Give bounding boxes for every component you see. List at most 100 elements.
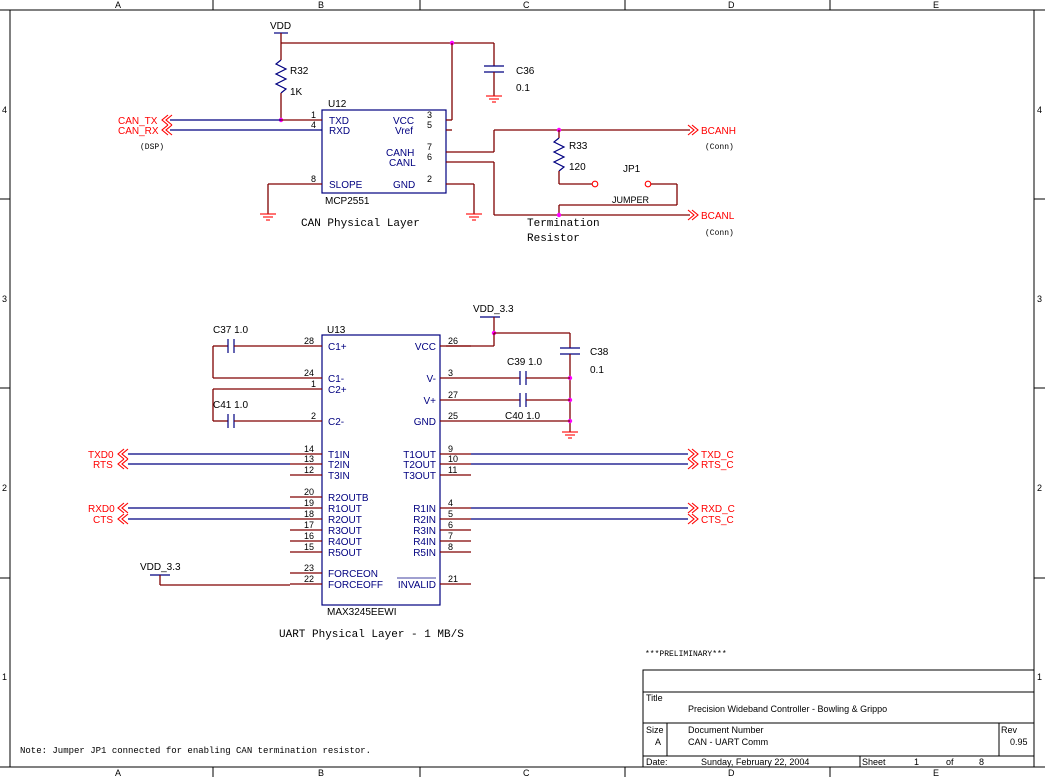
svg-text:Termination: Termination	[527, 218, 600, 230]
u13-pin-name: R3IN	[413, 526, 436, 537]
svg-text:(Conn): (Conn)	[705, 229, 734, 238]
port-cts: CTS	[93, 515, 113, 526]
u13-pin-number: 23	[304, 563, 314, 573]
u13-pin-number: 12	[304, 465, 314, 475]
port-rxd0: RXD0	[88, 504, 115, 515]
r32-ref: R32	[290, 66, 309, 77]
u13-pin-name: INVALID	[398, 580, 436, 591]
u13-pin-number: 11	[448, 465, 457, 475]
svg-text:Rev: Rev	[1001, 725, 1018, 735]
u13-pin-name: T1OUT	[403, 450, 436, 461]
u13-pin-name: R3OUT	[328, 526, 362, 537]
port-bcanh: BCANH	[701, 126, 736, 137]
svg-text:CANL: CANL	[389, 158, 416, 169]
svg-text:7: 7	[427, 142, 432, 152]
svg-text:1: 1	[311, 110, 316, 120]
svg-text:GND: GND	[393, 180, 415, 191]
svg-text:2: 2	[427, 174, 432, 184]
u13-pin-number: 3	[448, 368, 453, 378]
u13-pin-number: 4	[448, 498, 453, 508]
u13-pin-name: R5OUT	[328, 548, 362, 559]
svg-text:Sheet: Sheet	[862, 757, 886, 767]
col-label: E	[933, 0, 939, 10]
c36-ref: C36	[516, 66, 535, 77]
u13-pin-name: R1OUT	[328, 504, 362, 515]
u13-pin-number: 13	[304, 454, 314, 464]
u13-pin-name: C1-	[328, 374, 344, 385]
u13-pin-number: 21	[448, 574, 458, 584]
u13-pin-number: 5	[448, 509, 453, 519]
svg-text:(Conn): (Conn)	[705, 143, 734, 152]
can-section-title: CAN Physical Layer	[301, 218, 420, 230]
u13-pin-name: R4IN	[413, 537, 436, 548]
u13-pin-name: T3IN	[328, 471, 350, 482]
u13-pin-number: 6	[448, 520, 453, 530]
vdd33-label: VDD_3.3	[473, 304, 514, 315]
u13-pin-number: 24	[304, 368, 314, 378]
u13-pin-name: FORCEON	[328, 569, 378, 580]
svg-text:Document Number: Document Number	[688, 725, 764, 735]
port-can-tx: CAN_TX	[118, 116, 158, 127]
u13-pin-number: 22	[304, 574, 314, 584]
u13-pin-number: 28	[304, 336, 314, 346]
c38-ref: C38	[590, 347, 609, 358]
u13-pin-name: GND	[414, 417, 436, 428]
col-label: B	[318, 0, 324, 10]
rev-text: 0.95	[1010, 737, 1028, 747]
u13-pin-name: T2OUT	[403, 460, 436, 471]
u13-pin-name: R2IN	[413, 515, 436, 526]
port-rxd-c: RXD_C	[701, 504, 735, 515]
u13-pin-number: 25	[448, 411, 458, 421]
col-label: D	[728, 768, 735, 777]
title-block: ***PRELIMINARY*** Title Precision Wideba…	[642, 650, 1035, 768]
can-section: VDD R32 1K C36 0.1 U12 MCP2551 1 TXD 4 R…	[118, 21, 736, 245]
svg-text:A: A	[655, 737, 661, 747]
dsp-note: (DSP)	[140, 143, 164, 152]
u12-ref: U12	[328, 99, 347, 110]
col-label: E	[933, 768, 939, 777]
r32-resistor	[274, 59, 288, 94]
c37-label: C37 1.0	[213, 325, 248, 336]
c41-label: C41 1.0	[213, 400, 248, 411]
col-label: C	[523, 0, 530, 10]
c38-value: 0.1	[590, 365, 604, 376]
c36-value: 0.1	[516, 83, 530, 94]
svg-text:Date:: Date:	[646, 757, 668, 767]
col-label: C	[523, 768, 530, 777]
col-label: A	[115, 0, 121, 10]
u13-pin-number: 10	[448, 454, 458, 464]
u13-pin-number: 1	[311, 379, 316, 389]
svg-text:of: of	[946, 757, 954, 767]
u13-chip	[321, 334, 441, 606]
row-label: 2	[1037, 483, 1042, 493]
svg-text:5: 5	[427, 120, 432, 130]
docnum-text: CAN - UART Comm	[688, 737, 768, 747]
r32-value: 1K	[290, 87, 303, 98]
u13-pin-name: R1IN	[413, 504, 436, 515]
svg-text:SLOPE: SLOPE	[329, 180, 363, 191]
jumper-note: Note: Jumper JP1 connected for enabling …	[20, 746, 371, 756]
u13-pin-number: 14	[304, 444, 314, 454]
svg-text:6: 6	[427, 152, 432, 162]
svg-text:8: 8	[311, 174, 316, 184]
u13-pin-number: 20	[304, 487, 314, 497]
u13-pin-number: 8	[448, 542, 453, 552]
r33-value: 120	[569, 162, 586, 173]
u13-pin-name: VCC	[415, 342, 436, 353]
u13-pin-name: R2OUT	[328, 515, 362, 526]
u13-pin-number: 19	[304, 498, 314, 508]
u13-pin-number: 17	[304, 520, 314, 530]
u13-part: MAX3245EEWI	[327, 607, 396, 618]
svg-text:1: 1	[914, 757, 919, 767]
u13-ref: U13	[327, 325, 346, 336]
u13-pin-name: C2-	[328, 417, 344, 428]
date-text: Sunday, February 22, 2004	[701, 757, 809, 767]
row-label: 4	[1037, 105, 1042, 115]
u13-pin-number: 9	[448, 444, 453, 454]
u13-pin-number: 16	[304, 531, 314, 541]
u13-pin-number: 15	[304, 542, 314, 552]
r33-resistor	[552, 137, 566, 172]
u13-pin-name: R5IN	[413, 548, 436, 559]
u13-pin-name: T3OUT	[403, 471, 436, 482]
